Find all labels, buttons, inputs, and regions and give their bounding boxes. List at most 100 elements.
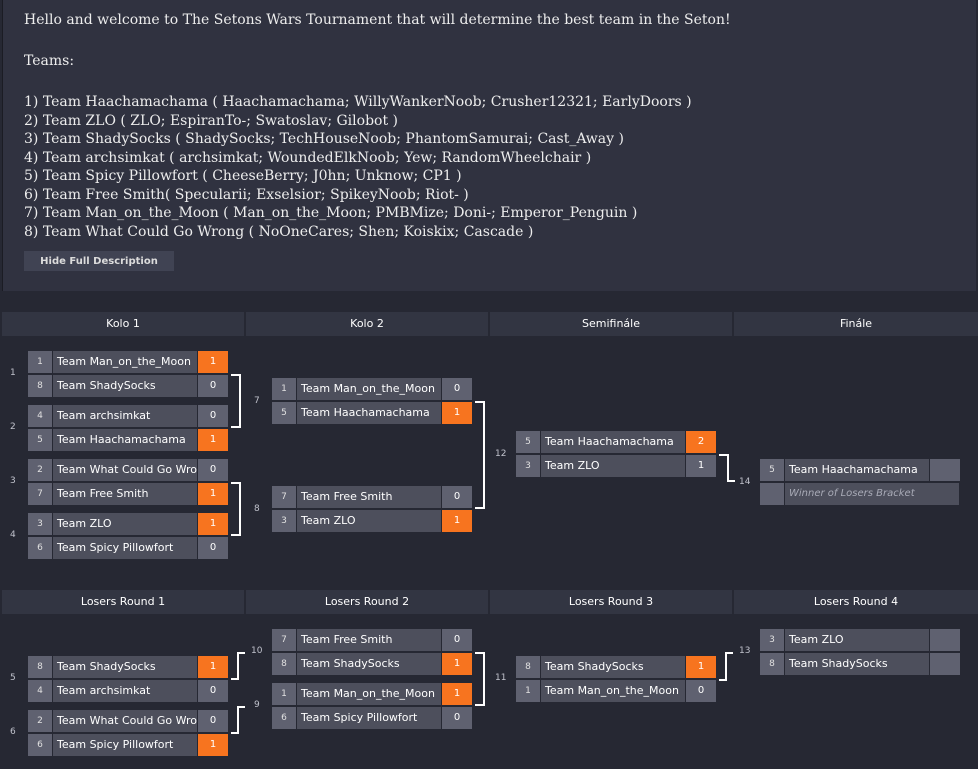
welcome-text: Hello and welcome to The Setons Wars Tou… — [24, 12, 731, 28]
round-header-losers-1: Losers Round 1 — [2, 590, 244, 614]
seed-number: 4 — [28, 405, 52, 427]
team-line: 5) Team Spicy Pillowfort ( CheeseBerry; … — [24, 168, 462, 184]
round-header-winners-4: Finále — [734, 312, 978, 336]
team-name: Team archsimkat — [53, 680, 197, 702]
team-score: 1 — [442, 653, 472, 675]
team-name: Team Spicy Pillowfort — [297, 707, 441, 729]
team-score — [930, 459, 960, 481]
team-name: Team ShadySocks — [53, 375, 197, 397]
team-line: 6) Team Free Smith( Specularii; Exselsio… — [24, 187, 469, 203]
team-name: Team Free Smith — [297, 486, 441, 508]
description-panel: Hello and welcome to The Setons Wars Tou… — [2, 0, 976, 291]
seed-number: 7 — [28, 483, 52, 505]
team-name: Team ZLO — [297, 510, 441, 532]
teams-heading: Teams: — [24, 53, 75, 69]
team-name: Team Man_on_the_Moon — [541, 680, 685, 702]
team-score: 1 — [686, 656, 716, 678]
team-name: Team ZLO — [785, 629, 929, 651]
seed-number: 7 — [272, 486, 296, 508]
row-label: 4 — [10, 530, 16, 540]
team-name: Team Free Smith — [53, 483, 197, 505]
team-line: 8) Team What Could Go Wrong ( NoOneCares… — [24, 224, 534, 240]
row-label: 5 — [10, 673, 16, 683]
match-number: 12 — [495, 449, 507, 459]
team-name: Team Free Smith — [297, 629, 441, 651]
team-score: 1 — [198, 513, 228, 535]
seed-number — [760, 483, 784, 505]
team-score — [930, 629, 960, 651]
team-score: 1 — [442, 683, 472, 705]
round-header-winners-2: Kolo 2 — [246, 312, 488, 336]
team-score: 2 — [686, 431, 716, 453]
team-score: 0 — [198, 375, 228, 397]
seed-number: 3 — [272, 510, 296, 532]
team-score: 1 — [198, 483, 228, 505]
seed-number: 7 — [272, 629, 296, 651]
team-name: Team Haachamachama — [785, 459, 929, 481]
team-score: 1 — [198, 734, 228, 756]
round-header-losers-4: Losers Round 4 — [734, 590, 978, 614]
hide-description-button[interactable]: Hide Full Description — [24, 251, 174, 271]
seed-number: 5 — [516, 431, 540, 453]
seed-number: 2 — [28, 459, 52, 481]
seed-number: 8 — [272, 653, 296, 675]
seed-number: 1 — [516, 680, 540, 702]
team-line: 7) Team Man_on_the_Moon ( Man_on_the_Moo… — [24, 205, 638, 221]
team-score: 0 — [198, 537, 228, 559]
team-line: 1) Team Haachamachama ( Haachamachama; W… — [24, 94, 692, 110]
team-score: 1 — [442, 402, 472, 424]
row-label: 3 — [10, 476, 16, 486]
team-score: 0 — [442, 378, 472, 400]
match-number: 14 — [739, 477, 751, 487]
match-slot-bottom[interactable]: Winner of Losers Bracket — [760, 483, 960, 505]
match-number: 8 — [254, 504, 260, 514]
team-name: Team What Could Go Wrong — [53, 710, 197, 732]
seed-number: 5 — [760, 459, 784, 481]
team-score: 1 — [198, 429, 228, 451]
team-name: Team Haachamachama — [297, 402, 441, 424]
seed-number: 2 — [28, 710, 52, 732]
round-header-winners-1: Kolo 1 — [2, 312, 244, 336]
